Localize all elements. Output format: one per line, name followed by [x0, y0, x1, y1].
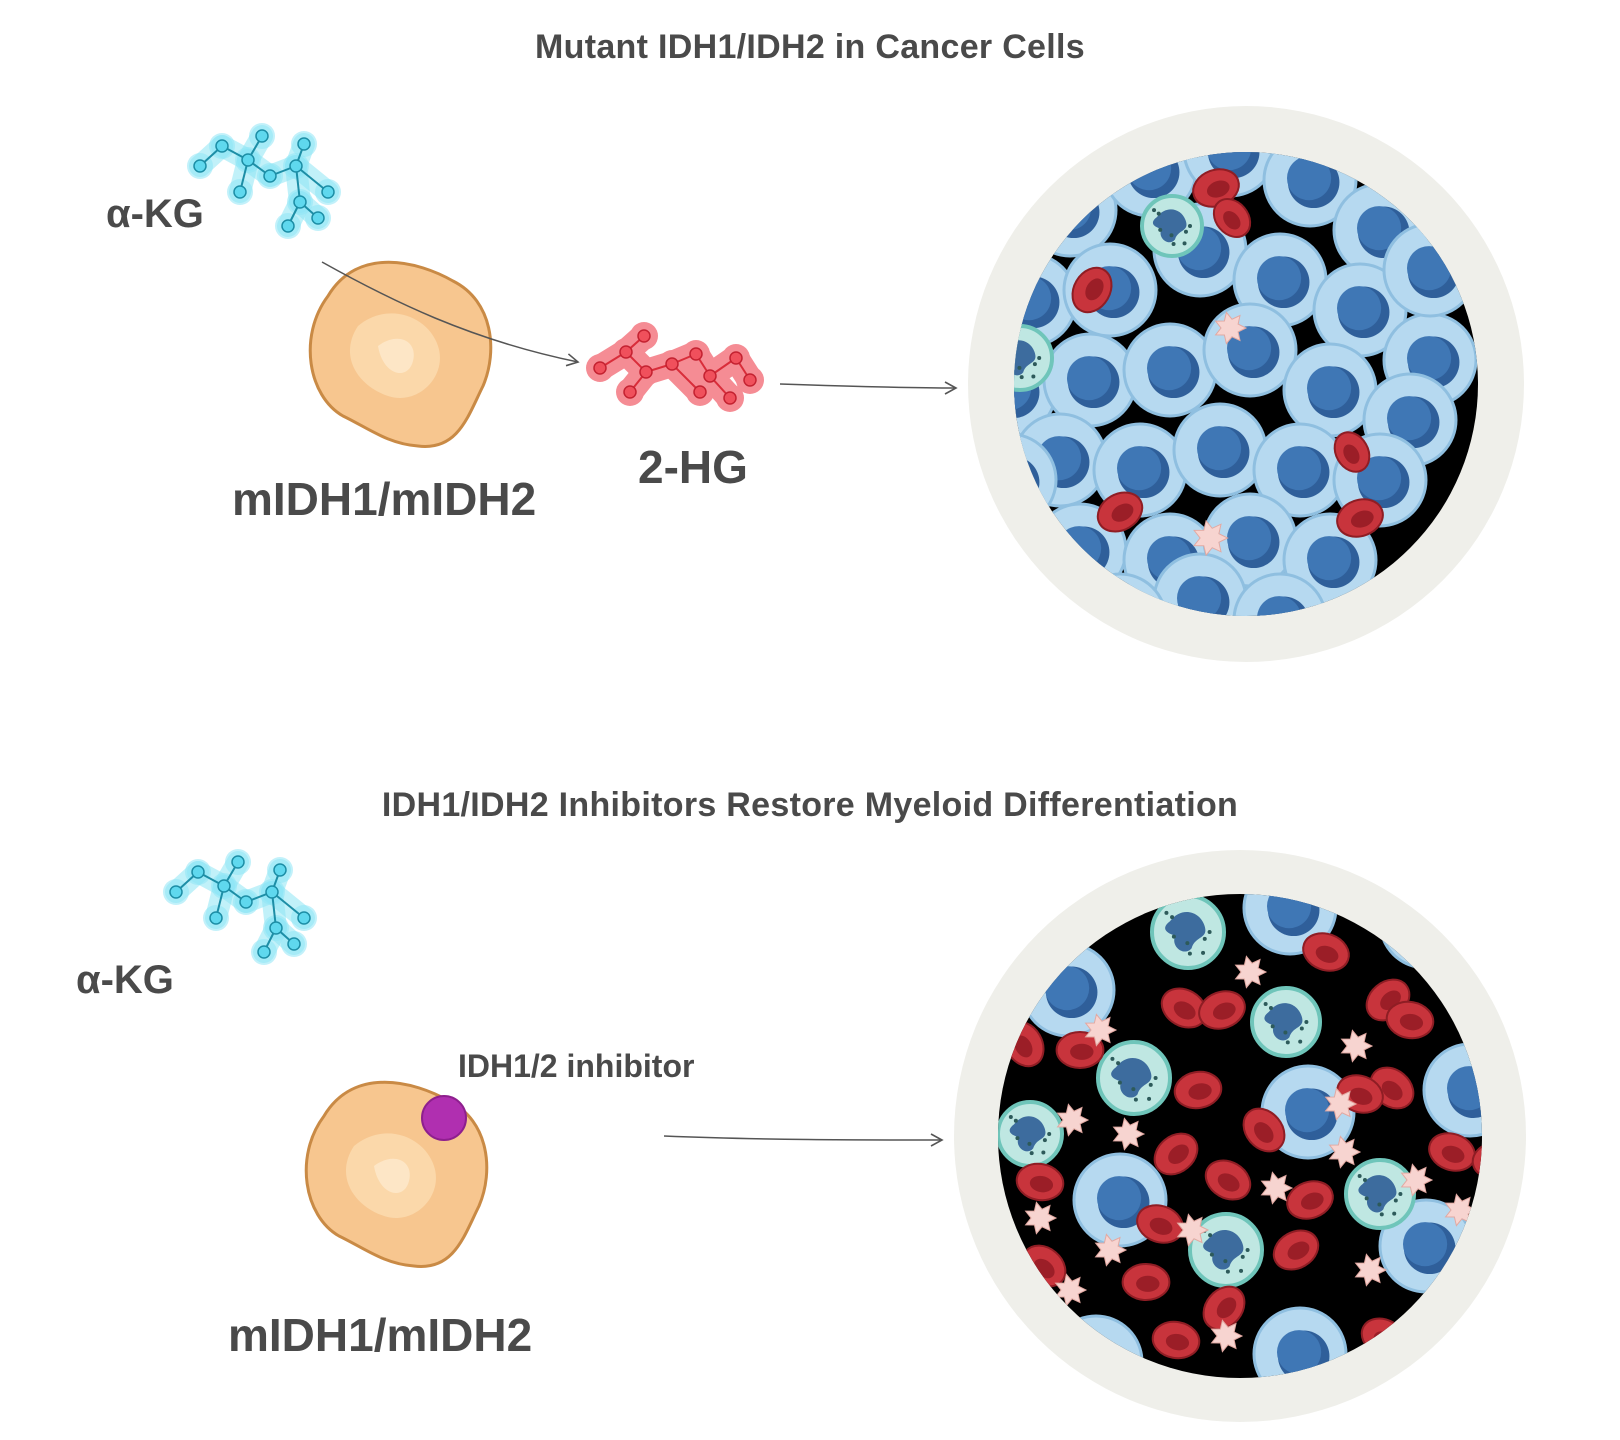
panel-2-title: IDH1/IDH2 Inhibitors Restore Myeloid Dif… [381, 786, 1239, 824]
panel-2-effect-arrow [663, 1133, 944, 1147]
panel-1-conversion-arrow [321, 261, 580, 367]
panel-1-cell-dish [968, 106, 1524, 662]
inhibitor-molecule-icon [421, 1095, 467, 1141]
panel-1-title: Mutant IDH1/IDH2 in Cancer Cells [535, 28, 1085, 66]
panel-1-2hg-molecule-icon [586, 322, 764, 412]
panel-2-substrate-label: α-KG [76, 958, 174, 1002]
panel-2-alpha-kg-molecule-icon [163, 849, 317, 965]
panel-1-effect-arrow [779, 381, 958, 395]
panel-2-cell-dish [954, 850, 1526, 1422]
panel-1-product-label: 2-HG [638, 441, 748, 493]
panel-1-alpha-kg-molecule-icon [187, 123, 341, 239]
panel-1-enzyme-label: mIDH1/mIDH2 [232, 473, 537, 525]
panel-2-enzyme-label: mIDH1/mIDH2 [228, 1309, 533, 1361]
panel-1-substrate-label: α-KG [106, 192, 204, 236]
panel-2-inhibitor-label: IDH1/2 inhibitor [458, 1048, 695, 1084]
panel-1-enzyme-icon [308, 260, 493, 448]
